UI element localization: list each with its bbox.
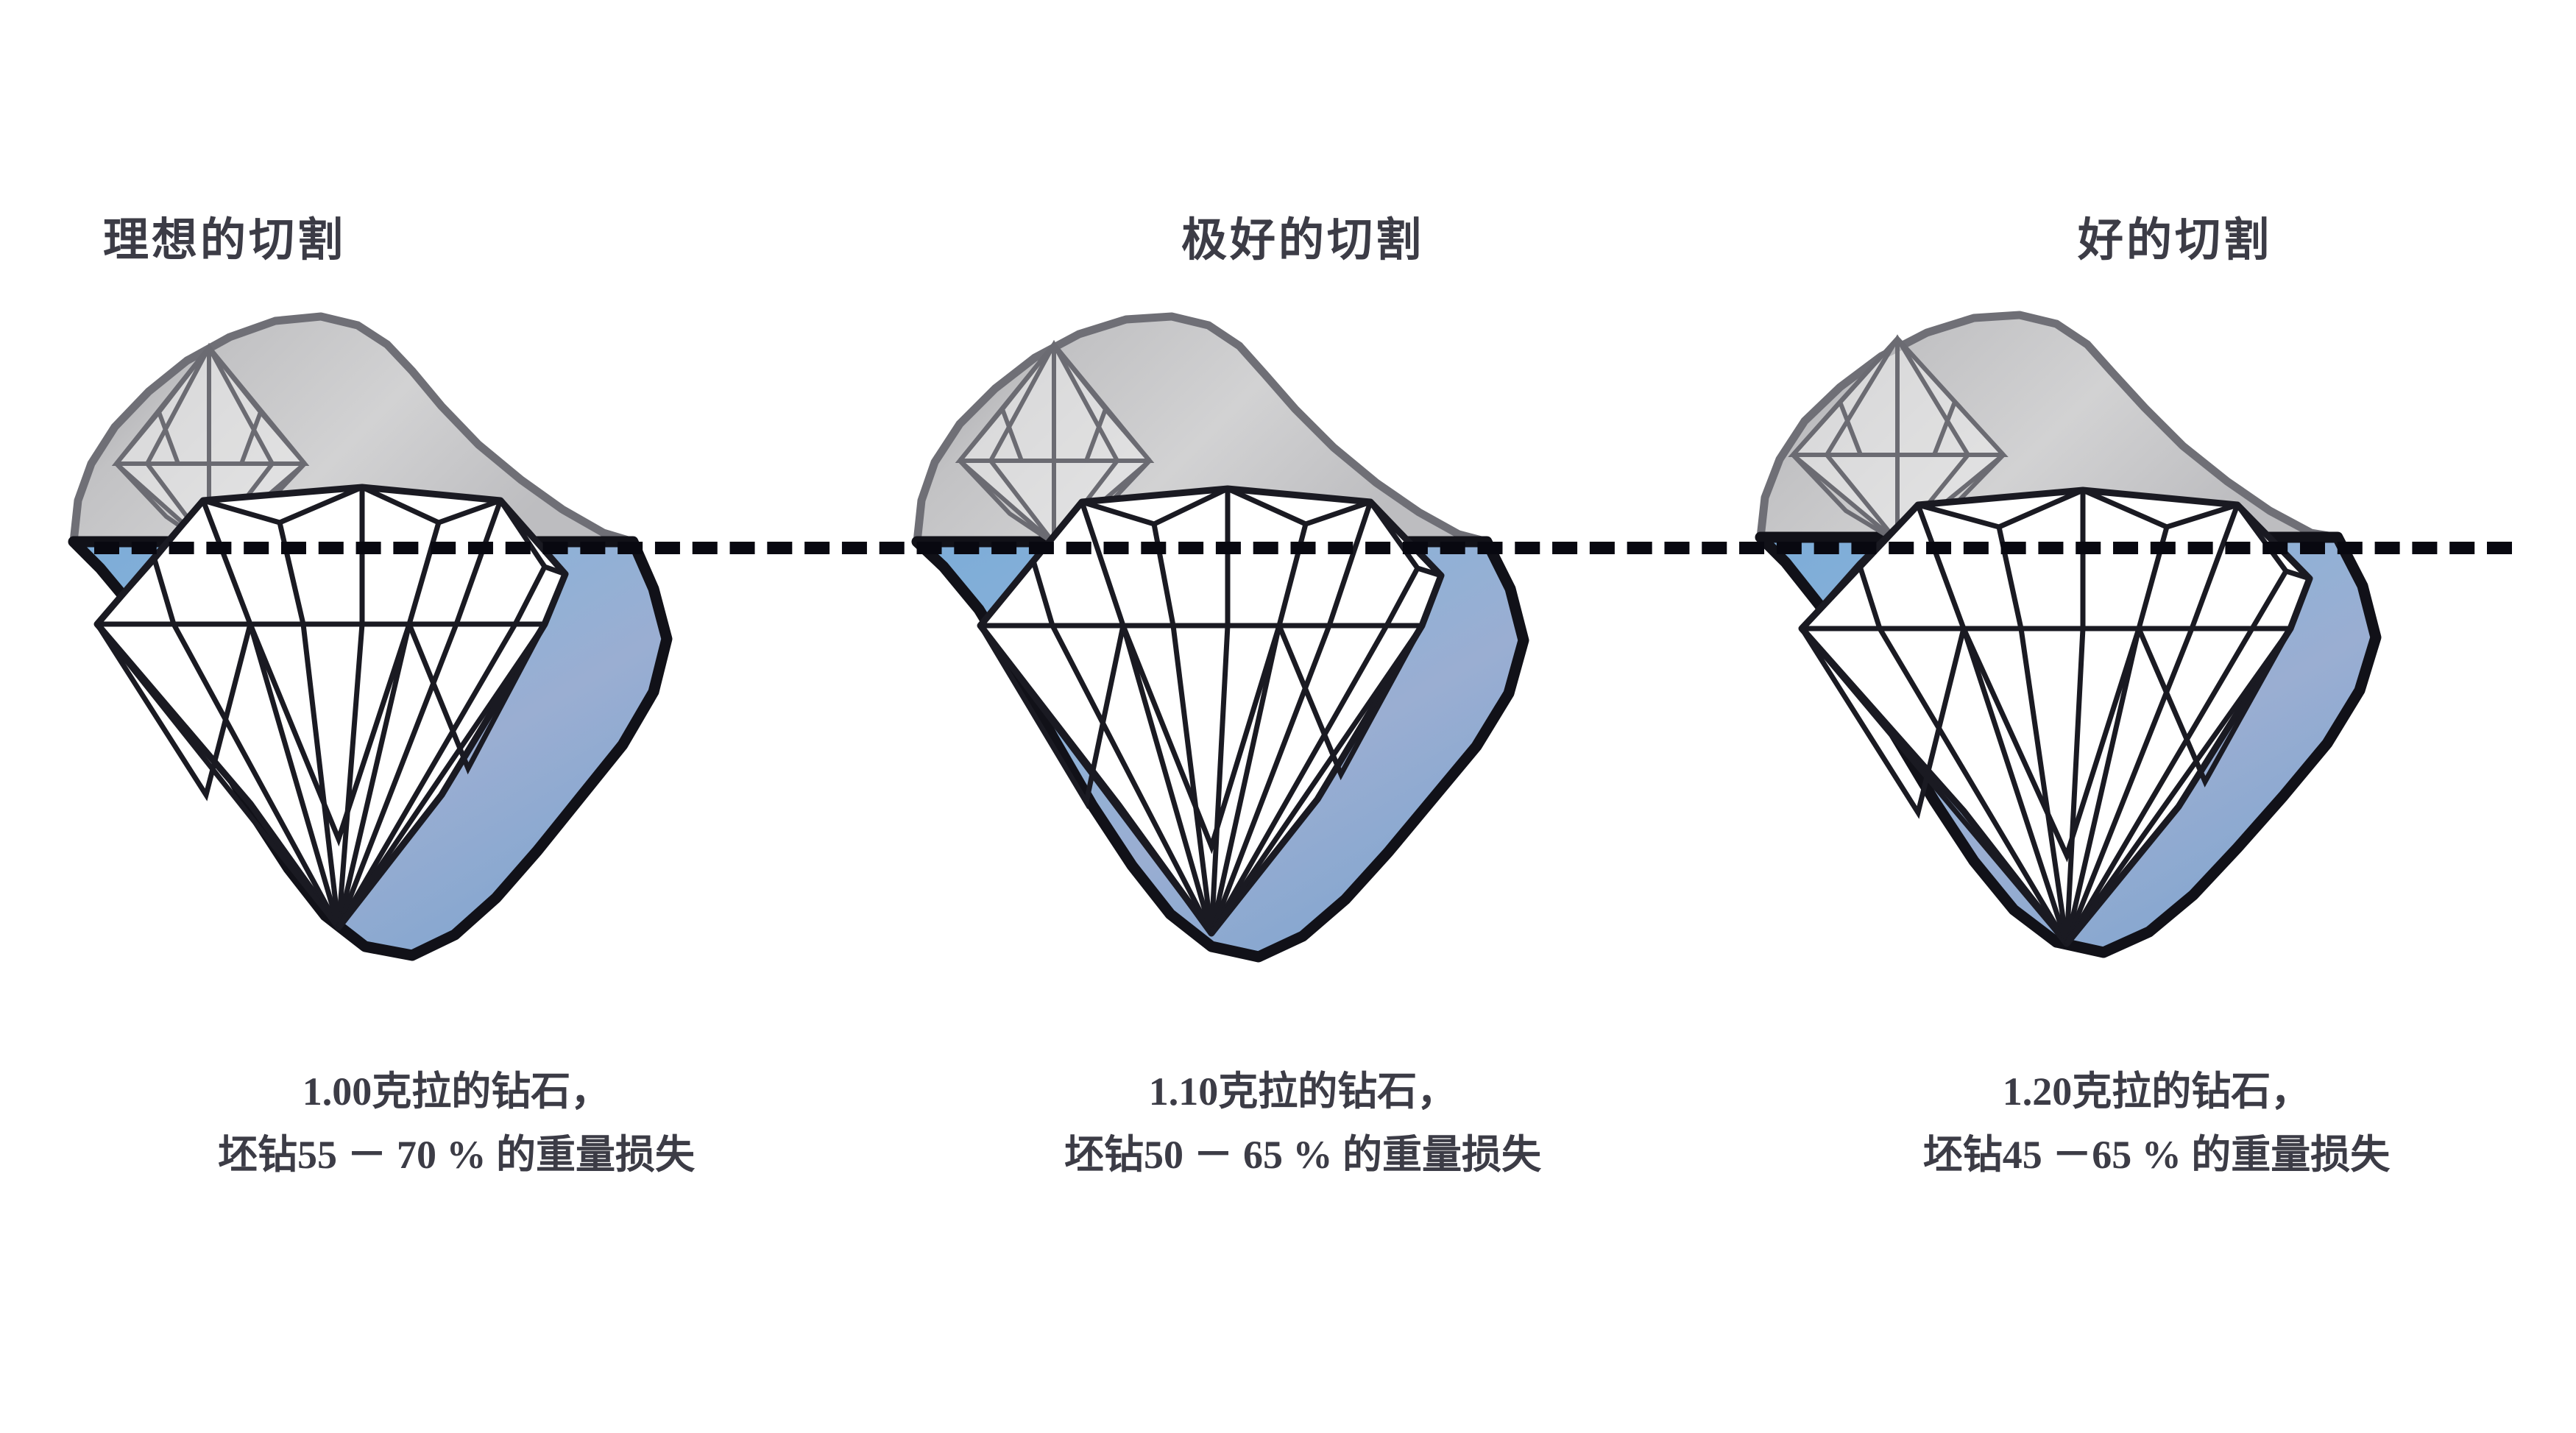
polished-brilliant-good [1798,486,2313,947]
caption-line: 坯钻45 －65 % 的重量损失 [1922,1133,2391,1177]
cut-title-ideal: 理想的切割 [103,215,347,266]
cut-title-good: 好的切割 [2077,215,2272,266]
girdle-dashed-line [94,542,2512,554]
inner-small-diamond-excellent [955,339,1155,547]
inner-small-diamond-good [1788,334,2009,545]
caption-line: 坯钻50 － 65 % 的重量损失 [1064,1133,1541,1177]
cut-column-good: 好的切割 [1715,0,2569,1433]
caption-line: 坯钻55 － 70 % 的重量损失 [218,1133,695,1177]
caption-ideal: 1.00克拉的钻石， 坯钻55 － 70 % 的重量损失 [29,1060,883,1186]
caption-line: 1.00克拉的钻石， [302,1069,611,1114]
diamond-figure-good [1715,280,2569,1060]
cut-column-ideal: 理想的切割 [29,0,883,1433]
inner-small-diamond-ideal [111,342,310,550]
caption-good: 1.20克拉的钻石， 坯钻45 －65 % 的重量损失 [1759,1060,2554,1186]
cut-column-excellent: 极好的切割 [876,0,1730,1433]
caption-excellent: 1.10克拉的钻石， 坯钻50 － 65 % 的重量损失 [876,1060,1730,1186]
caption-line: 1.10克拉的钻石， [1148,1069,1457,1114]
caption-line: 1.20克拉的钻石， [2002,1069,2311,1114]
diamond-figure-ideal [29,280,883,1060]
cut-title-excellent: 极好的切割 [1181,215,1424,266]
diamond-figure-excellent [876,280,1730,1060]
polished-brilliant-excellent [977,485,1445,937]
